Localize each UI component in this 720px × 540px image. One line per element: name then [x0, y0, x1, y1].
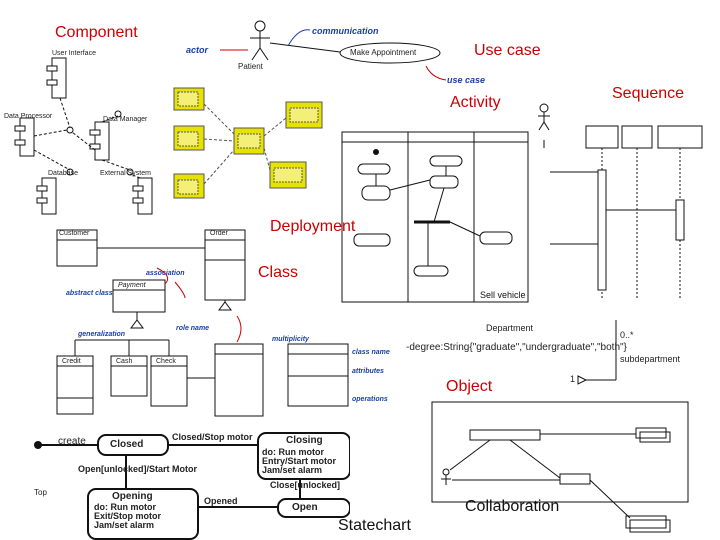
note-abstract-class: abstract class — [66, 290, 113, 297]
use-case-actor-name: Patient — [238, 62, 263, 71]
state-closing-jam: Jam/set alarm — [262, 465, 323, 475]
class-detail-boxes — [287, 343, 349, 407]
object-multiplicity-top: 0..* — [620, 330, 634, 340]
use-case-actor-tag: actor — [186, 45, 209, 55]
class-customer: Customer — [59, 230, 90, 237]
object-diagram — [577, 320, 617, 385]
use-case-tag: use case — [447, 75, 486, 85]
component-external-system: External System — [100, 170, 151, 177]
title-sequence: Sequence — [612, 85, 685, 102]
component-database: Database — [48, 170, 78, 177]
class-credit: Credit — [62, 358, 81, 365]
class-diagram — [56, 229, 264, 417]
component-user-interface: User Interface — [52, 50, 96, 57]
title-deployment: Deployment — [270, 218, 356, 235]
state-opened: Opened — [204, 496, 238, 506]
state-closing: Closing — [286, 435, 323, 446]
note-role-name: role name — [176, 325, 210, 332]
state-opening-exit: Exit/Stop motor — [94, 511, 161, 521]
note-operations: operations — [352, 396, 388, 403]
object-multiplicity-bottom: 1 — [570, 374, 576, 384]
state-opening-do: do: Run motor — [94, 502, 156, 512]
class-order: Order — [210, 230, 228, 237]
state-closed-stop-motor: Closed/Stop motor — [172, 432, 253, 442]
state-top: Top — [34, 488, 47, 497]
title-use-case: Use case — [474, 42, 541, 59]
deployment-diagram — [173, 87, 323, 199]
class-check: Check — [156, 358, 176, 365]
state-open-unlocked: Open[unlocked]/Start Motor — [78, 464, 197, 474]
state-closed: Closed — [110, 439, 144, 450]
object-degree-attr: -degree:String{"graduate","undergraduate… — [406, 342, 627, 353]
title-activity: Activity — [450, 94, 501, 111]
activity-diagram: Sell vehicle — [341, 131, 529, 303]
title-object: Object — [446, 378, 493, 395]
note-attributes: attributes — [352, 368, 384, 375]
use-case-diagram — [220, 20, 447, 81]
sequence-diagram — [538, 103, 703, 300]
object-department: Department — [486, 323, 534, 333]
svg-text:Sell vehicle: Sell vehicle — [480, 290, 526, 300]
component-data-processor: Data Processor — [4, 113, 53, 120]
object-subdepartment: subdepartment — [620, 354, 681, 364]
note-association: association — [146, 270, 185, 277]
note-generalization: generalization — [78, 331, 126, 338]
component-data-manager: Data Manager — [103, 116, 148, 123]
note-class-name: class name — [352, 349, 390, 356]
state-opening: Opening — [112, 491, 153, 502]
title-statechart: Statechart — [338, 517, 411, 534]
use-case-communication: communication — [312, 26, 379, 36]
state-create: create — [58, 436, 86, 447]
state-closing-entry: Entry/Start motor — [262, 456, 337, 466]
state-closing-do: do: Run motor — [262, 447, 324, 457]
state-opening-jam: Jam/set alarm — [94, 520, 155, 530]
class-payment: Payment — [118, 282, 146, 289]
title-class: Class — [258, 264, 299, 281]
component-diagram — [14, 57, 153, 215]
note-multiplicity: multiplicity — [272, 336, 309, 343]
use-case-name: Make Appointment — [350, 48, 417, 57]
collaboration-diagram — [431, 401, 689, 533]
title-component: Component — [55, 24, 138, 41]
class-cash: Cash — [116, 358, 133, 365]
statechart-diagram — [34, 432, 350, 540]
state-close-unlocked: Close[unlocked] — [270, 480, 341, 490]
state-open: Open — [292, 502, 318, 513]
